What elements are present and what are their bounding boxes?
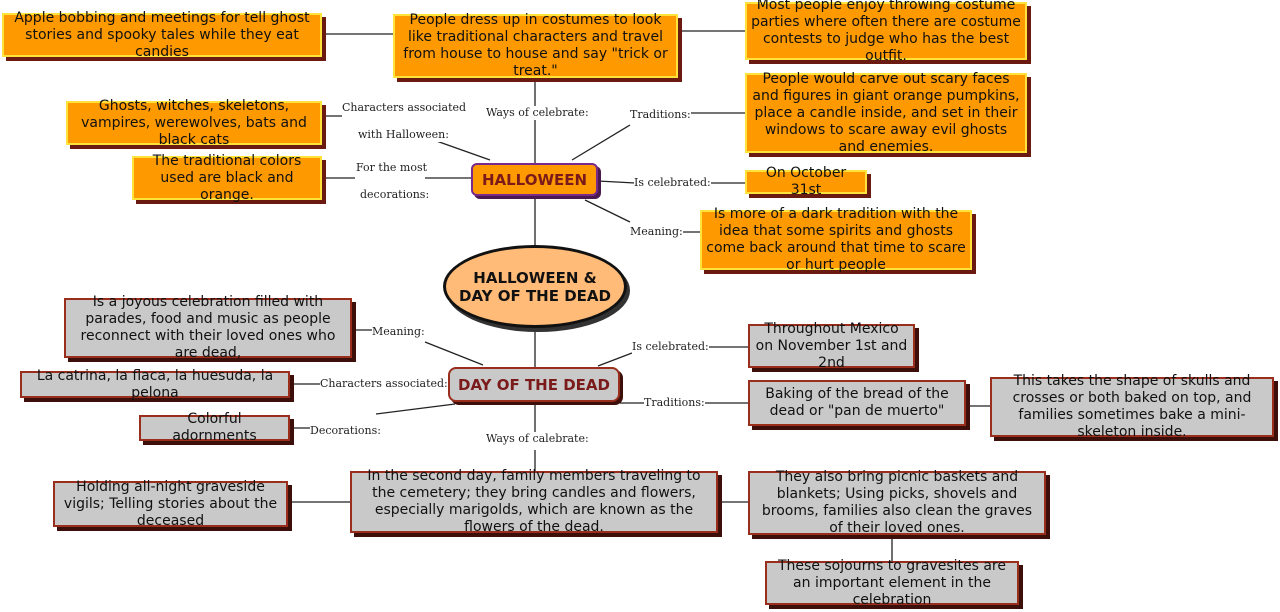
dead-decorations-text: Colorful adornments — [172, 411, 257, 444]
dead-sojourns-box: These sojourns to gravesites are an impo… — [765, 558, 1019, 608]
halloween-decorations-box: The traditional colors used are black an… — [132, 153, 322, 203]
central-topic: HALLOWEEN &DAY OF THE DEAD — [443, 245, 627, 328]
halloween-decorations-label-2: decorations: — [360, 188, 430, 202]
dead-meaning-label: Meaning: — [372, 325, 425, 339]
halloween-decorations-label-1: For the most — [356, 161, 428, 175]
central-topic-line2: DAY OF THE DEAD — [459, 286, 611, 305]
halloween-characters-text: Ghosts, witches, skeletons, vampires, we… — [81, 97, 307, 148]
dead-sojourns-text: These sojourns to gravesites are an impo… — [777, 557, 1006, 608]
halloween-characters-label-2: with Halloween: — [358, 128, 449, 142]
dead-skulls-box: This takes the shape of skulls and cross… — [990, 373, 1274, 440]
dead-vigils-text: Holding all-night graveside vigils; Tell… — [63, 478, 278, 529]
dead-picnic-text: They also bring picnic baskets and blank… — [761, 469, 1033, 536]
halloween-characters-label-1: Characters associated — [342, 101, 467, 115]
dead-decorations-label: Decorations: — [310, 424, 381, 438]
dead-celebrated-text: Throughout Mexico on November 1st and 2n… — [755, 320, 908, 371]
halloween-traditions-label: Traditions: — [630, 108, 691, 122]
dead-celebrated-box: Throughout Mexico on November 1st and 2n… — [748, 321, 915, 371]
dead-ways-box: In the second day, family members travel… — [350, 468, 718, 535]
halloween-characters-box: Ghosts, witches, skeletons, vampires, we… — [66, 98, 322, 148]
halloween-traditions-box: People would carve out scary faces and f… — [745, 70, 1027, 155]
halloween-decorations-text: The traditional colors used are black an… — [152, 152, 302, 203]
dead-decorations-box: Colorful adornments — [139, 411, 290, 444]
dead-ways-label: Ways of calebrate: — [486, 432, 589, 446]
halloween-celebrated-text: On October 31st — [765, 165, 847, 198]
dead-ways-text: In the second day, family members travel… — [367, 468, 701, 535]
dead-characters-text: La catrina, la flaca, la huesuda, la pel… — [36, 367, 274, 401]
dead-characters-label: Characters associated: — [320, 377, 448, 391]
dead-skulls-text: This takes the shape of skulls and cross… — [1012, 373, 1252, 440]
halloween-apple-text: Apple bobbing and meetings for tell ghos… — [14, 9, 310, 60]
dead-celebrated-label: Is celebrated: — [632, 340, 709, 354]
dead-meaning-text: Is a joyous celebration filled with para… — [80, 294, 336, 361]
halloween-ways-label: Ways of celebrate: — [486, 106, 589, 120]
dead-vigils-box: Holding all-night graveside vigils; Tell… — [53, 478, 288, 529]
dead-characters-box: La catrina, la flaca, la huesuda, la pel… — [20, 368, 290, 401]
halloween-ways-text: People dress up in costumes to look like… — [403, 12, 668, 79]
halloween-meaning-label: Meaning: — [630, 225, 683, 239]
halloween-apple-box: Apple bobbing and meetings for tell ghos… — [2, 10, 322, 60]
halloween-traditions-text: People would carve out scary faces and f… — [752, 70, 1020, 155]
halloween-party-box: Most people enjoy throwing costume parti… — [745, 0, 1027, 64]
dead-picnic-box: They also bring picnic baskets and blank… — [748, 469, 1046, 536]
dead-traditions-text: Baking of the bread of the dead or "pan … — [765, 386, 949, 419]
dead-traditions-box: Baking of the bread of the dead or "pan … — [748, 380, 966, 426]
halloween-celebrated-label: Is celebrated: — [634, 176, 711, 190]
dead-meaning-box: Is a joyous celebration filled with para… — [64, 294, 352, 361]
dead-traditions-label: Traditions: — [644, 396, 705, 410]
halloween-ways-box: People dress up in costumes to look like… — [393, 12, 678, 79]
halloween-meaning-text: Is more of a dark tradition with the ide… — [706, 206, 966, 273]
halloween-celebrated-box: On October 31st — [745, 165, 867, 198]
central-topic-line1: HALLOWEEN & — [473, 268, 597, 287]
halloween-meaning-box: Is more of a dark tradition with the ide… — [700, 206, 972, 273]
halloween-party-text: Most people enjoy throwing costume parti… — [751, 0, 1021, 64]
day-of-the-dead-node: DAY OF THE DEAD — [448, 367, 620, 402]
halloween-node: HALLOWEEN — [471, 163, 598, 196]
